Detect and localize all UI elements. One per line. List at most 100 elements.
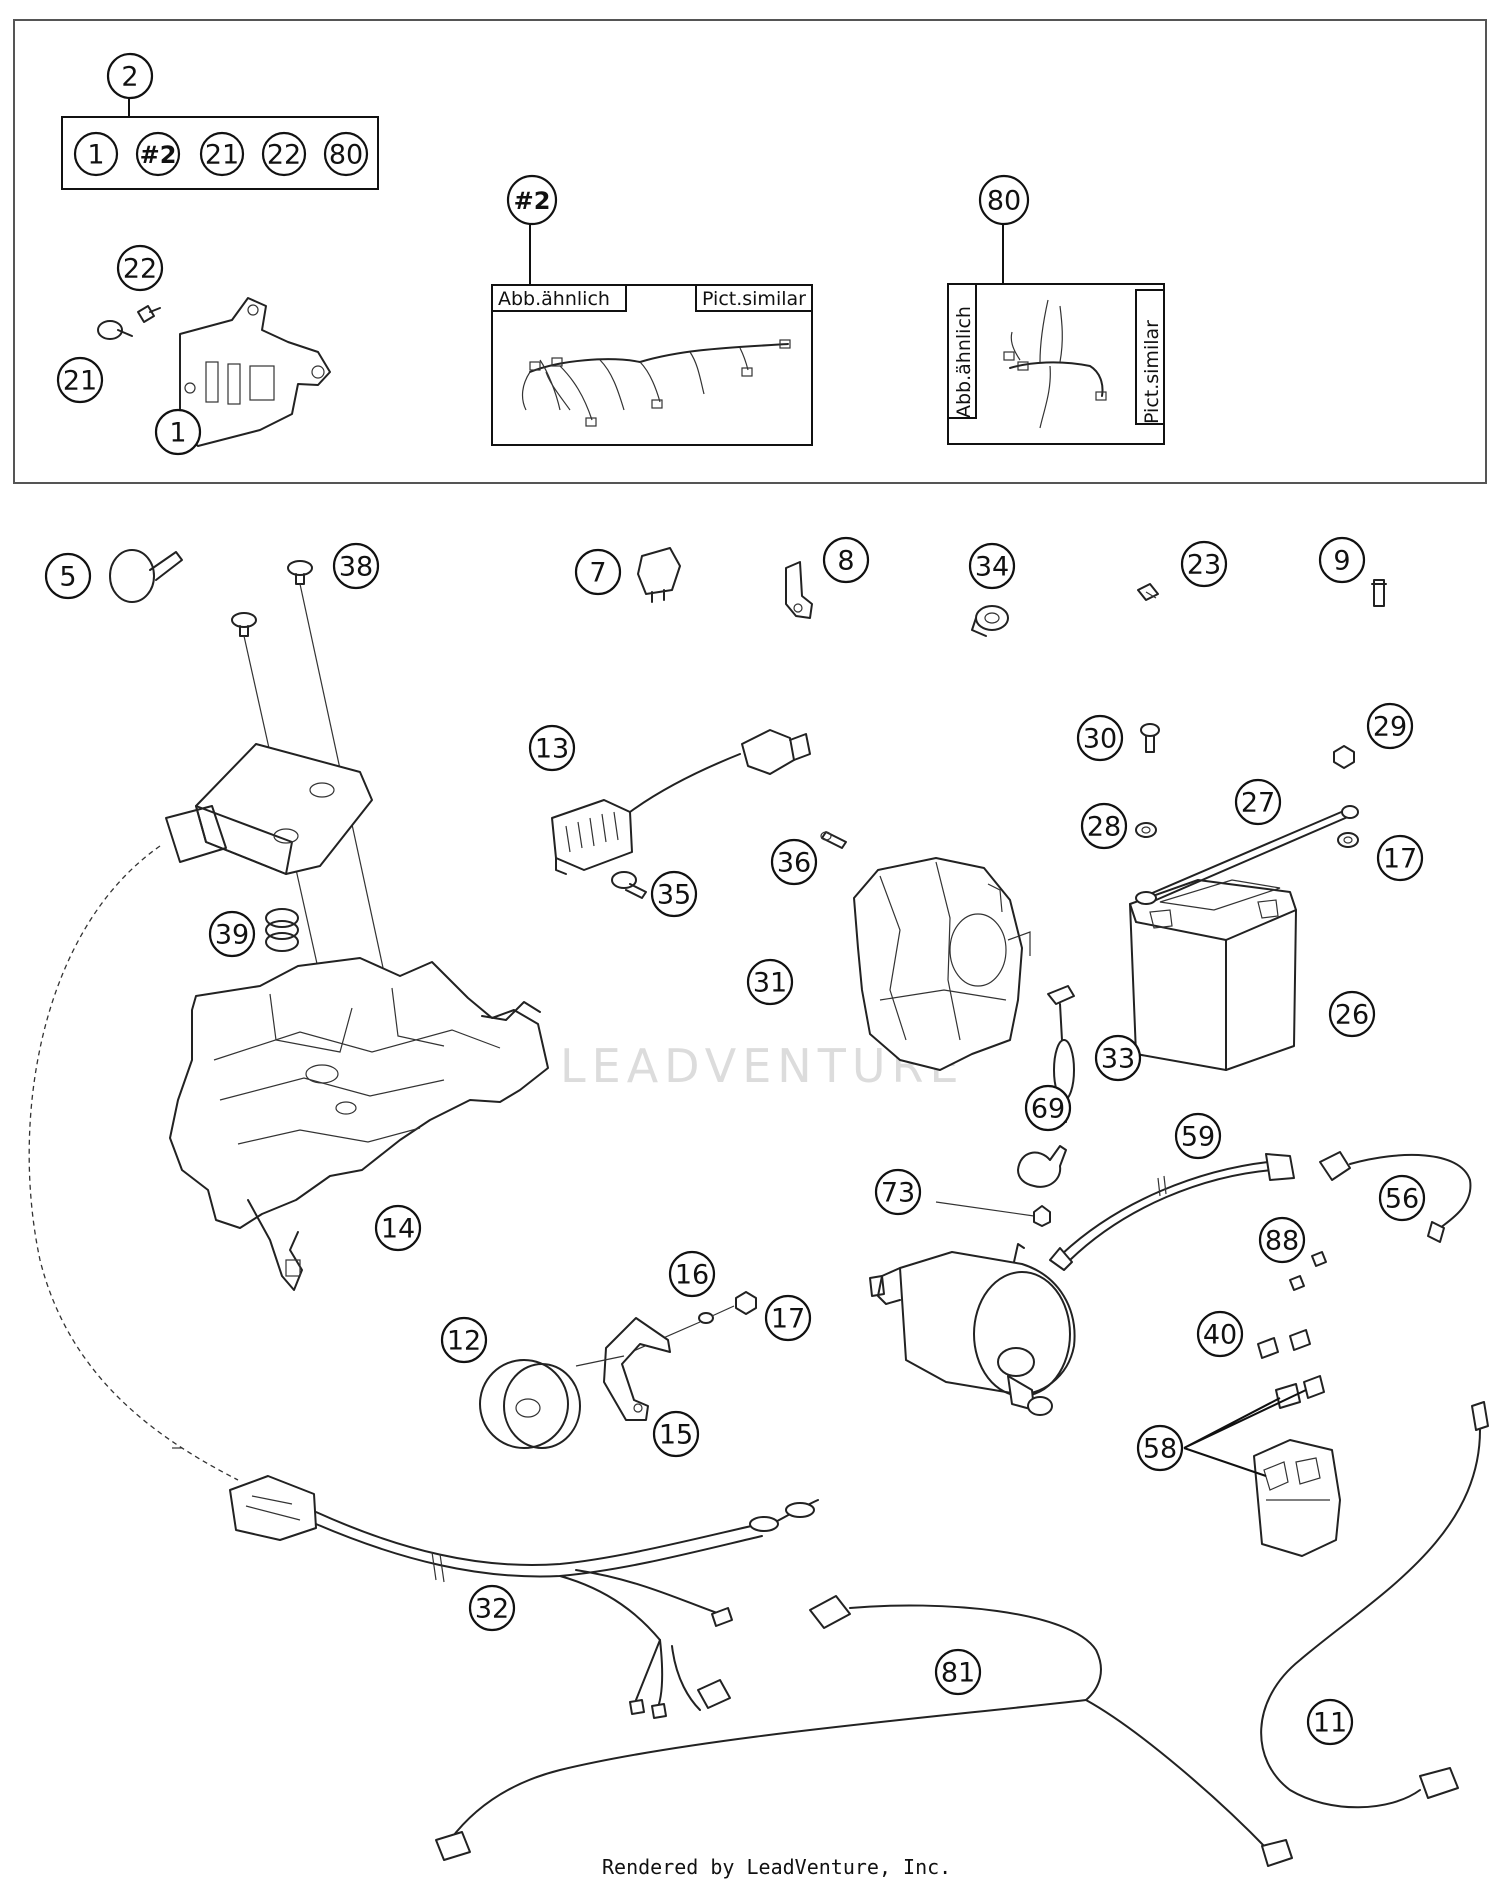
group-member-0: 1 [73, 131, 119, 177]
callout-c17b-label: 17 [771, 1304, 805, 1335]
callout-c28: 28 [1080, 802, 1128, 850]
part-39-grommet [265, 908, 299, 952]
callout-c81-label: 81 [941, 1658, 975, 1689]
callout-c13-label: 13 [535, 734, 569, 765]
callout-c39: 39 [208, 910, 256, 958]
part-21-clip [97, 320, 133, 340]
callout-c29-label: 29 [1373, 712, 1407, 743]
callout-c29-circle [1366, 702, 1414, 750]
ecu-connector-line [28, 845, 239, 1481]
group-member-0-circle [73, 131, 119, 177]
callout-c73-circle [874, 1168, 922, 1216]
part-88-screws [1289, 1251, 1327, 1291]
callout-c7: 7 [574, 548, 622, 596]
callout-c38: 38 [332, 542, 380, 590]
harness-box-80: Abb.ähnlich Pict.similar [947, 220, 1165, 445]
callout-c26-label: 26 [1335, 1000, 1369, 1031]
callout-c34-circle [968, 542, 1016, 590]
part-23-fastener [1137, 583, 1159, 601]
callout-c56: 56 [1378, 1174, 1426, 1222]
similar-tag-en-h2: Pict.similar [702, 288, 806, 310]
callout-c8-circle [822, 536, 870, 584]
callout-c22-label: 22 [123, 254, 157, 285]
callout-c16-label: 16 [675, 1260, 709, 1291]
callout-c11-circle [1306, 1698, 1354, 1746]
callout-c88: 88 [1258, 1216, 1306, 1264]
group-member-2-label: 21 [205, 140, 239, 171]
callout-c12: 12 [440, 1316, 488, 1364]
callout-c21: 21 [56, 356, 104, 404]
part-starter-motor [869, 1243, 1076, 1416]
part-73-nut [935, 1201, 1051, 1227]
callout-c27: 27 [1234, 778, 1282, 826]
callout-c33-circle [1094, 1034, 1142, 1082]
callout-c11: 11 [1306, 1698, 1354, 1746]
callout-cH2: #2 [506, 174, 558, 226]
group-member-3: 22 [261, 131, 307, 177]
harness-box-h2: Abb.ähnlich Pict.similar [491, 220, 813, 446]
callout-c29: 29 [1366, 702, 1414, 750]
callout-c22-circle [116, 244, 164, 292]
callout-c7-label: 7 [589, 558, 606, 589]
group-member-1: #2 [135, 131, 181, 177]
callout-c2-circle [106, 52, 154, 100]
part-30-screw [1140, 723, 1160, 753]
callout-c17a-circle [1376, 834, 1424, 882]
callout-c40: 40 [1196, 1310, 1244, 1358]
part-31-battery-box [853, 857, 1031, 1071]
part-ecu-control-unit [165, 743, 373, 875]
callout-c17b-circle [764, 1294, 812, 1342]
part-58-fuse-box [1183, 1375, 1341, 1557]
callout-c27-label: 27 [1241, 788, 1275, 819]
group-member-4-circle [323, 131, 369, 177]
callout-cH2-circle [506, 174, 558, 226]
callout-c81: 81 [934, 1648, 982, 1696]
group-member-4: 80 [323, 131, 369, 177]
part-40-fuses [1257, 1329, 1311, 1359]
callout-c36: 36 [770, 838, 818, 886]
callout-c80-label: 80 [987, 186, 1021, 217]
part-9-pin [1371, 579, 1387, 607]
callout-c9-circle [1318, 536, 1366, 584]
callout-c1-circle [154, 408, 202, 456]
callout-c36-circle [770, 838, 818, 886]
callout-c15: 15 [652, 1410, 700, 1458]
callout-c16: 16 [668, 1250, 716, 1298]
callout-c81-circle [934, 1648, 982, 1696]
callout-c35-circle [650, 870, 698, 918]
callout-c73-label: 73 [881, 1178, 915, 1209]
callout-c33-label: 33 [1101, 1044, 1135, 1075]
callout-c32-label: 32 [475, 1594, 509, 1625]
callout-c11-label: 11 [1313, 1708, 1347, 1739]
callout-c8-label: 8 [837, 546, 854, 577]
part-28-washer [1135, 822, 1157, 838]
callout-c17a: 17 [1376, 834, 1424, 882]
callout-c14-circle [374, 1204, 422, 1252]
group-member-3-circle [261, 131, 307, 177]
callout-c8: 8 [822, 536, 870, 584]
callout-c17b: 17 [764, 1294, 812, 1342]
callout-c14: 14 [374, 1204, 422, 1252]
callout-c58: 58 [1136, 1424, 1184, 1472]
callout-c9: 9 [1318, 536, 1366, 584]
part-17-washer-upper [1337, 832, 1359, 848]
callout-cH2-label: #2 [514, 187, 551, 215]
part-1-bracket [179, 297, 331, 447]
callout-c15-label: 15 [659, 1420, 693, 1451]
part-22-screw [137, 305, 161, 323]
group-member-1-circle [135, 131, 181, 177]
callout-c12-circle [440, 1316, 488, 1364]
callout-c59: 59 [1174, 1112, 1222, 1160]
callout-c69-label: 69 [1031, 1094, 1065, 1125]
group-member-2-circle [199, 131, 245, 177]
callout-c30-label: 30 [1083, 724, 1117, 755]
similar-tag-de-h2: Abb.ähnlich [498, 288, 610, 310]
part-17-nut-lower [711, 1291, 757, 1317]
part-12-horn [479, 1359, 581, 1449]
callout-c34-label: 34 [975, 552, 1009, 583]
part-11-lambda-cable [1260, 1401, 1489, 1809]
callout-c30: 30 [1076, 714, 1124, 762]
